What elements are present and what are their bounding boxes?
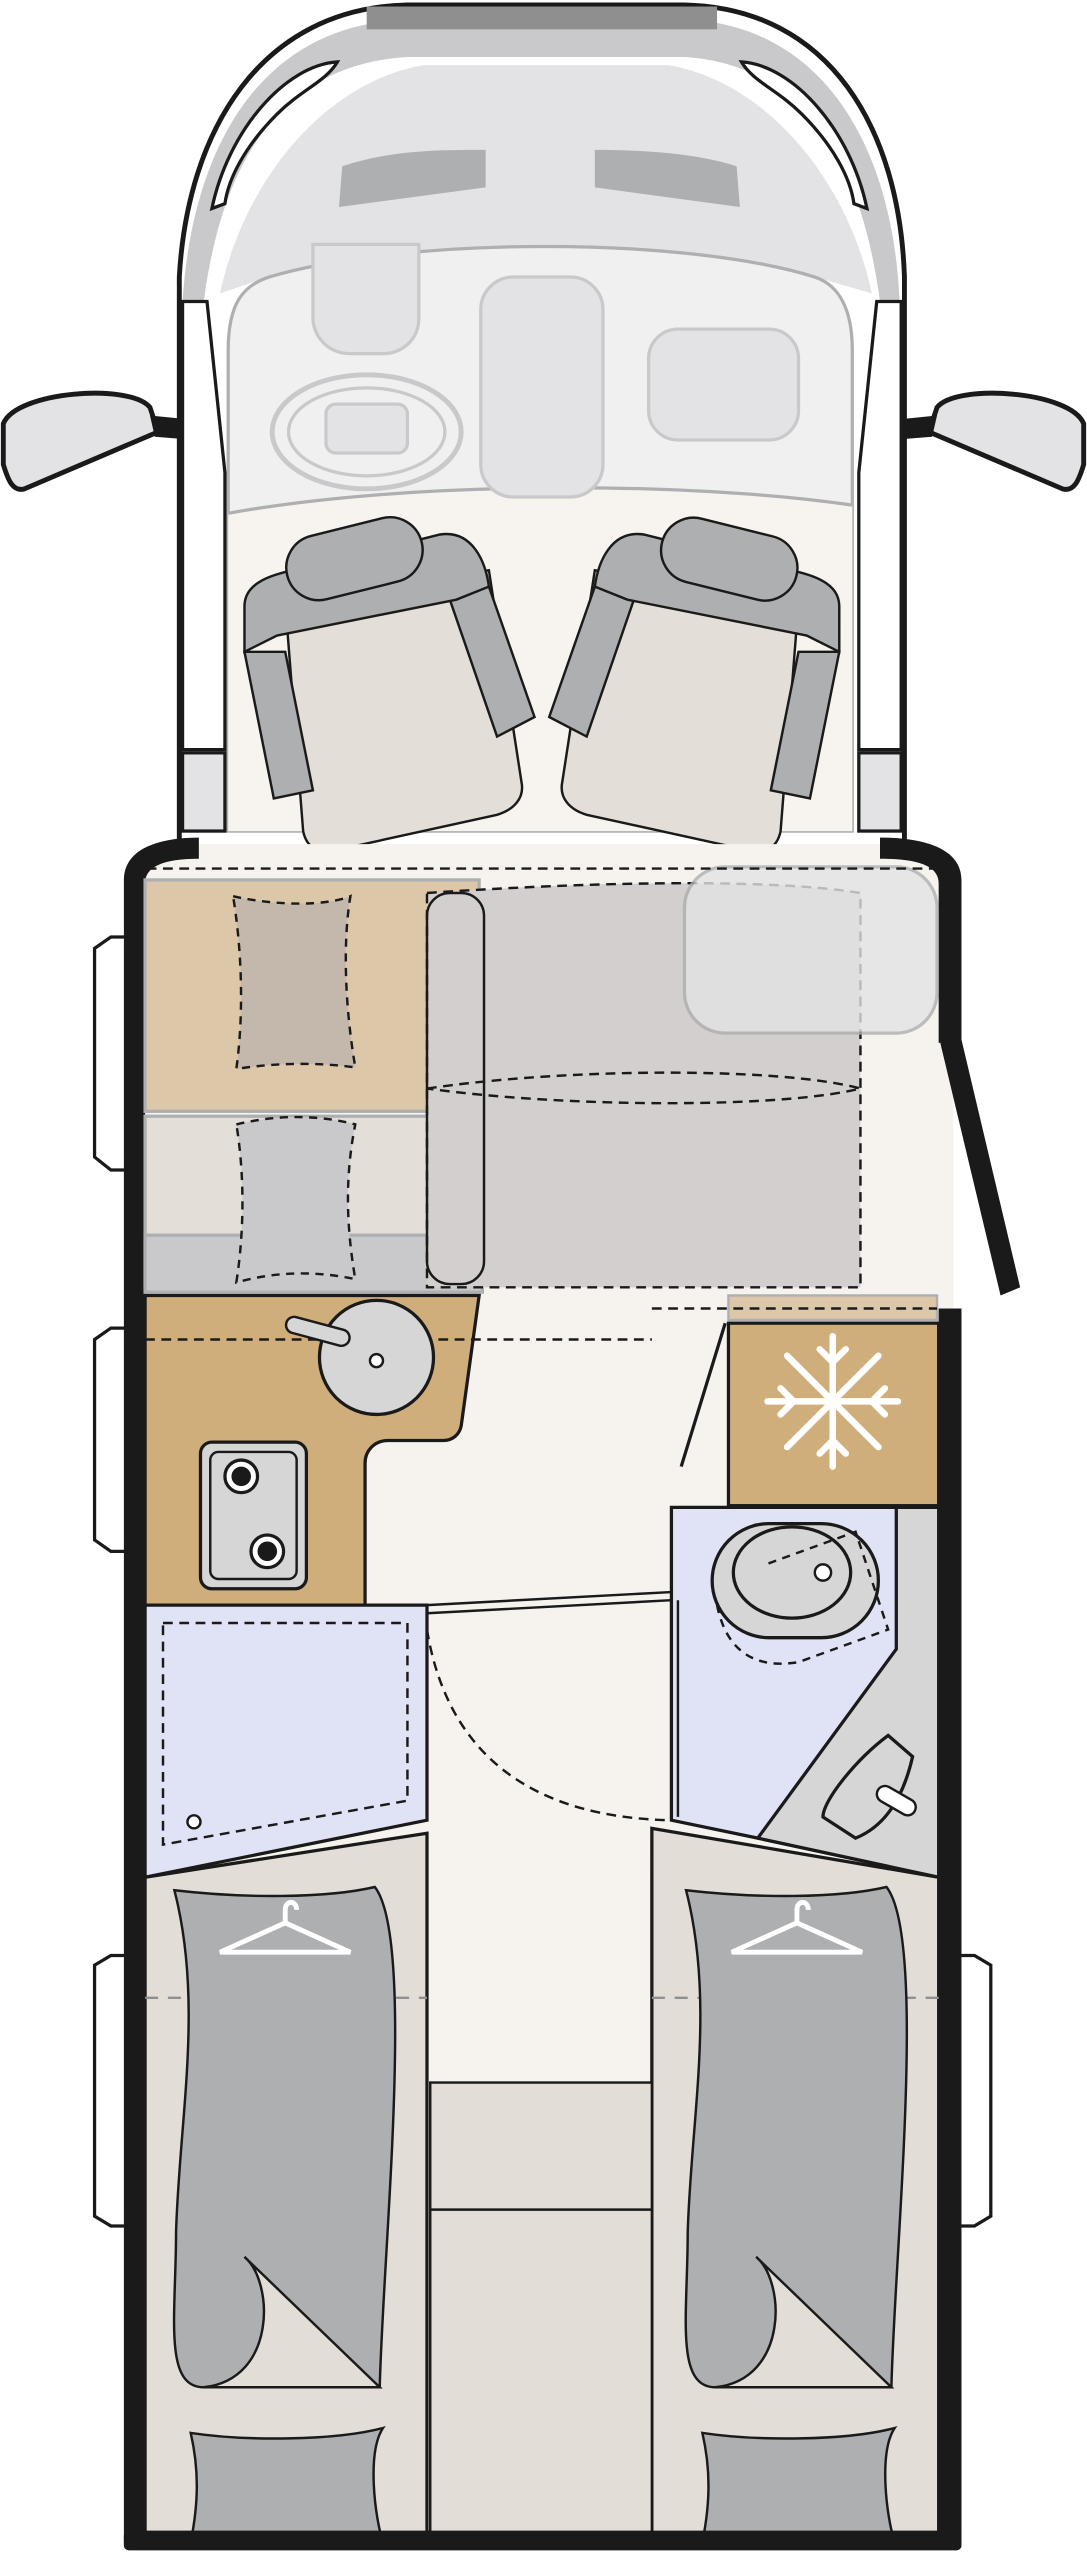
kitchen-faucet [284, 1315, 351, 1348]
duvet-right [684, 1885, 909, 2389]
dinette-table [425, 891, 486, 1286]
cab-door-right [857, 299, 903, 752]
hanger-icon [219, 1900, 864, 1955]
cab-door-left [180, 299, 227, 752]
brand-logo-icon [366, 6, 718, 30]
window-left-2 [92, 1326, 128, 1553]
snowflake-icon [764, 1332, 902, 1470]
cab-storage [646, 327, 801, 442]
window-left-1 [92, 935, 128, 1172]
center-aisle [429, 2208, 654, 2536]
left-side-window [209, 60, 341, 212]
dash-vent-right [594, 149, 740, 207]
entry-door[interactable] [940, 1039, 1021, 1296]
pillow-right [700, 2425, 898, 2544]
overhead-cabinet [682, 865, 939, 1035]
bed-step [429, 2081, 654, 2211]
driver-seat [242, 516, 537, 853]
right-side-window [738, 60, 870, 212]
pillow-left [189, 2425, 386, 2544]
windscreen [220, 65, 872, 294]
window-left-3 [92, 1953, 128, 2228]
bathroom-door-swing [425, 1629, 669, 1822]
duvet-left [172, 1885, 397, 2389]
dash-vent-left [338, 149, 486, 207]
window-right-3 [958, 1953, 993, 2228]
cab-console [479, 275, 605, 499]
passenger-seat [547, 516, 841, 853]
stove[interactable] [198, 1440, 309, 1591]
toilet [821, 1733, 915, 1840]
right-mirror [878, 390, 1087, 492]
dinette-cushion-rear [234, 1115, 357, 1285]
dinette-cushion-front [231, 894, 357, 1071]
steering-wheel-icon [269, 242, 464, 492]
